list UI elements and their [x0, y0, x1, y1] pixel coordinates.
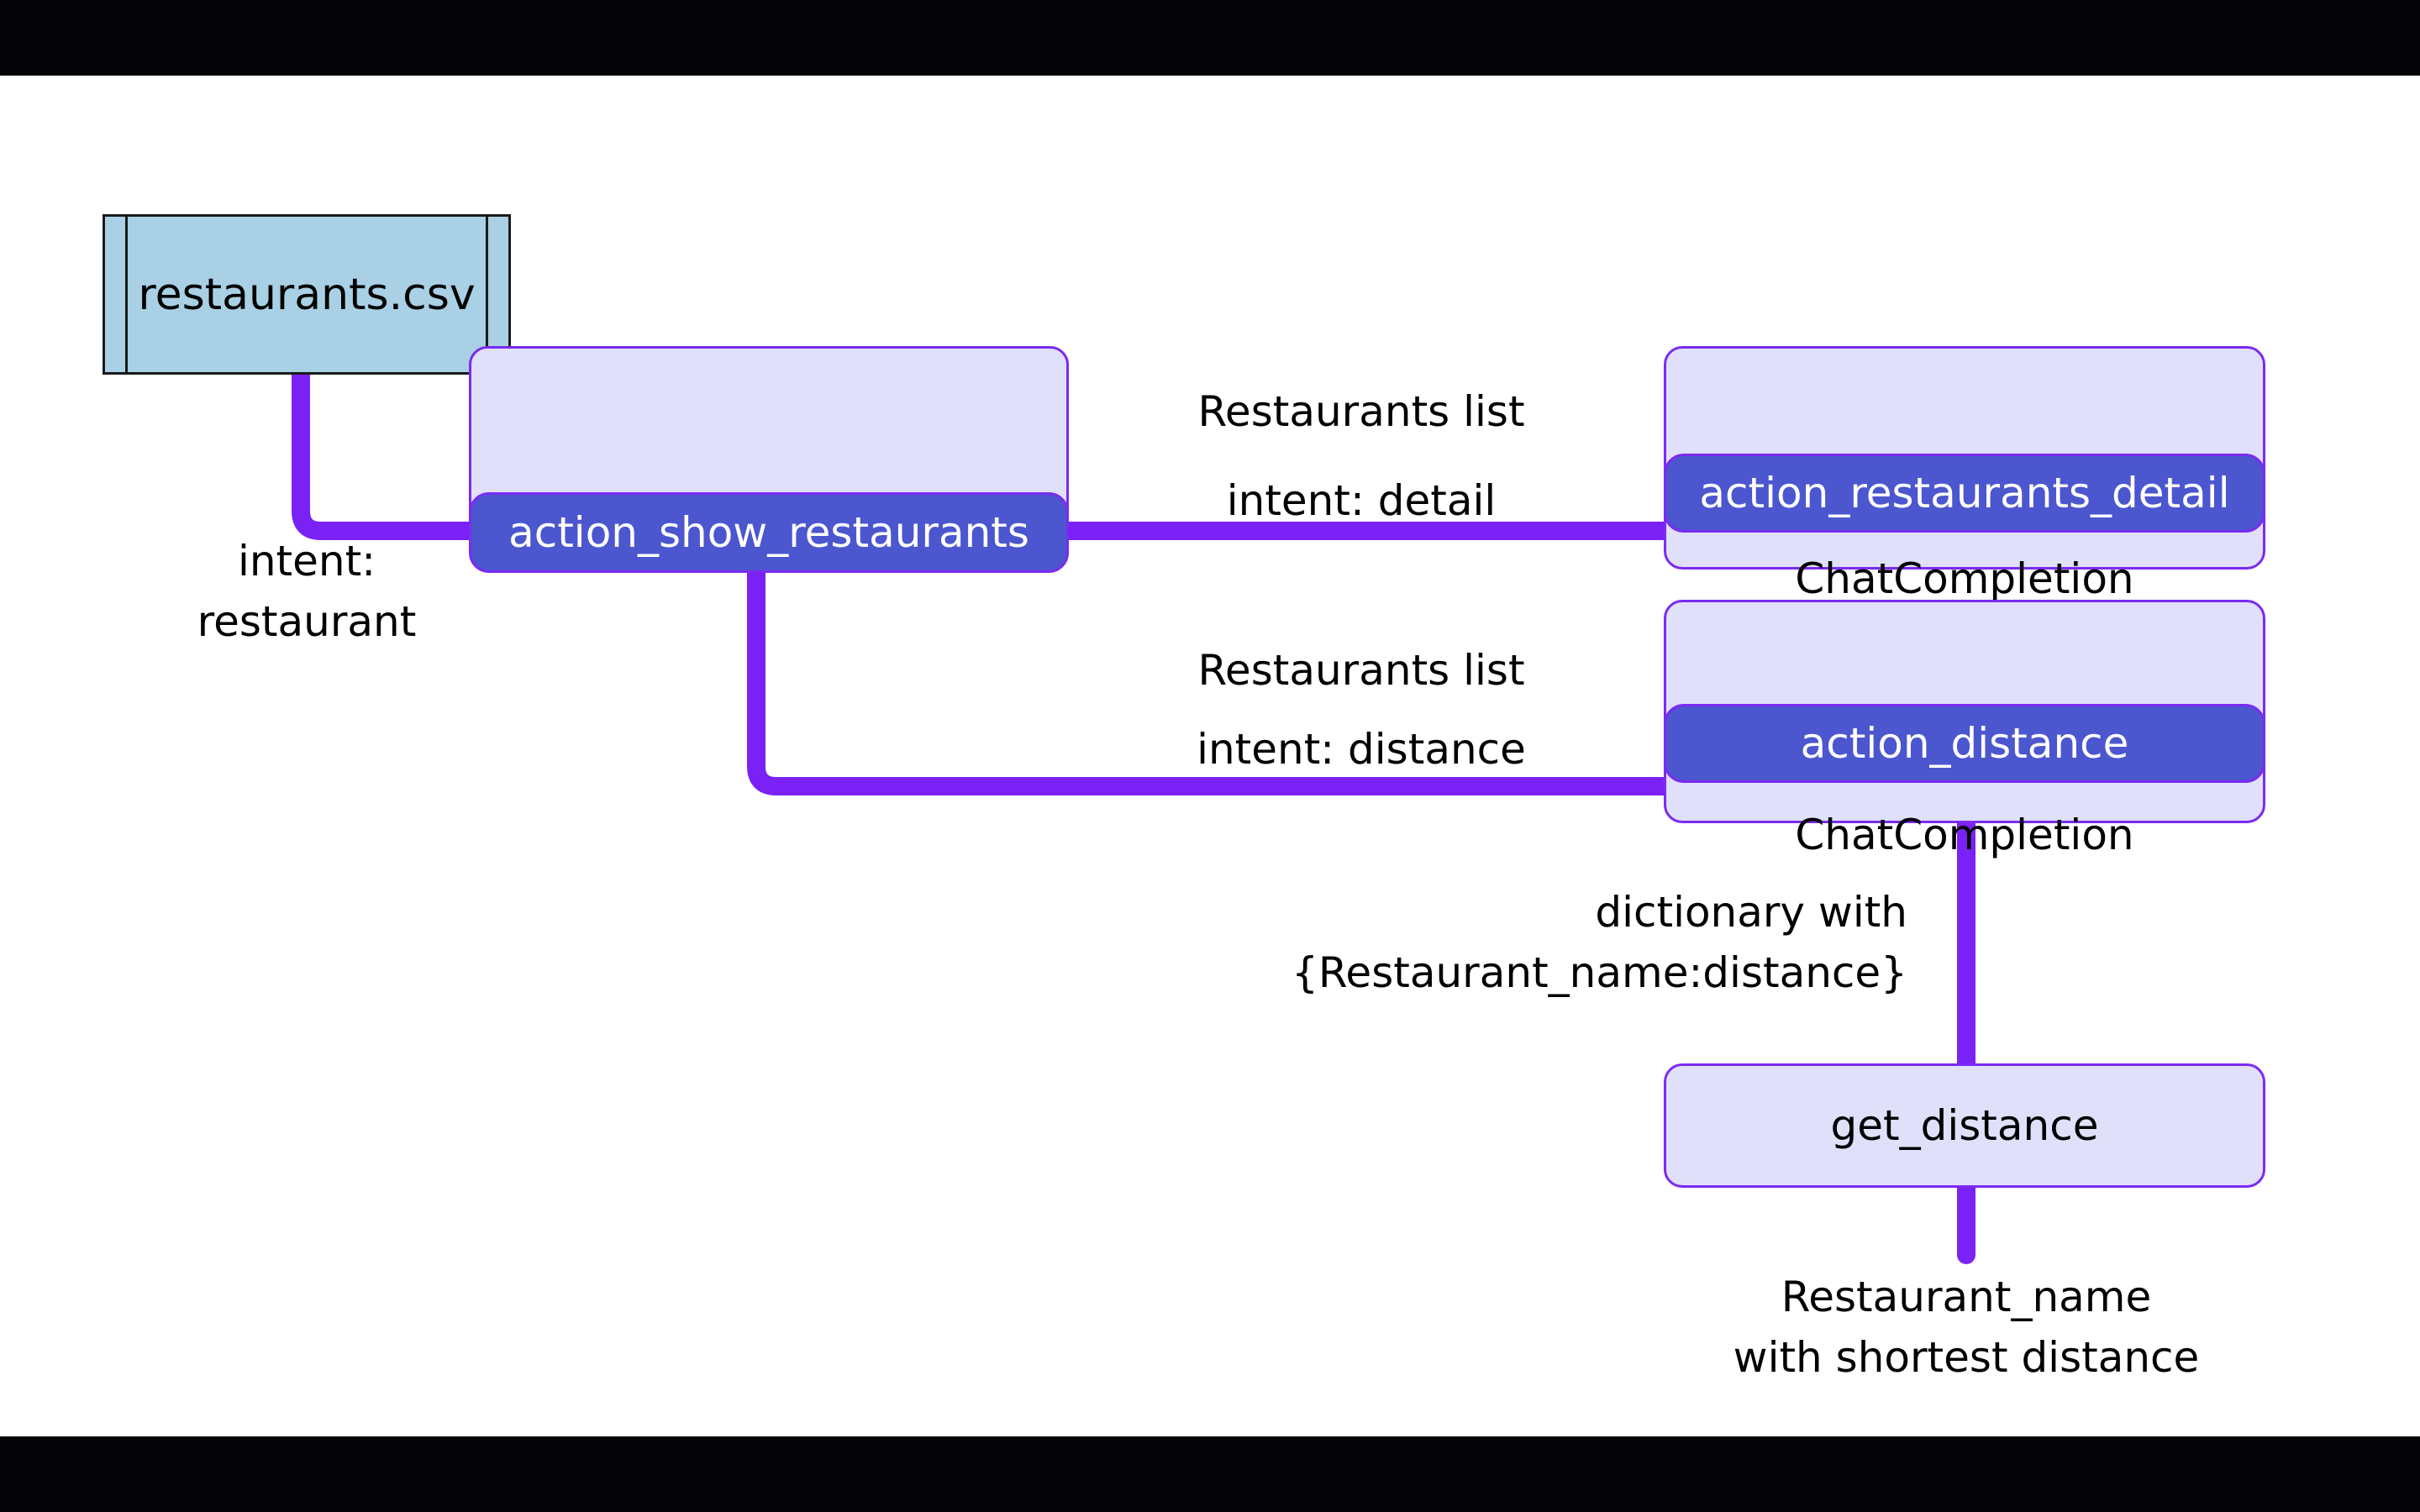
connector-lines: [292, 299, 1975, 1264]
get-distance-label: get_distance: [1830, 1101, 2099, 1150]
connector-file-to-show: [292, 299, 471, 540]
restaurants-detail-subtitle: ChatCompletion: [1795, 554, 2134, 603]
distance-edge-top-label: Restaurants list: [1197, 646, 1525, 695]
show-restaurants-action-pill: action_show_restaurants: [469, 492, 1069, 573]
detail-edge-bottom-label: intent: detail: [1226, 476, 1497, 525]
intent-restaurant-label-line2: restaurant: [197, 597, 417, 646]
detail-edge-top-label: Restaurants list: [1197, 387, 1525, 436]
file-sidebar-right: [486, 217, 488, 372]
get-distance-node: [1664, 1063, 2265, 1188]
distance-edge-bottom-label: intent: distance: [1197, 725, 1526, 774]
dictionary-label-line2: {Restaurant_name:distance}: [1292, 948, 1907, 997]
intent-restaurant-label-line1: intent:: [237, 537, 376, 585]
dictionary-label-line1: dictionary with: [1595, 888, 1907, 937]
diagram-canvas: restaurants.csv action_show_restaurants …: [0, 76, 2420, 1436]
letterbox-top: [0, 0, 2420, 76]
file-sidebar-left: [125, 217, 128, 372]
restaurants-csv-node: restaurants.csv: [103, 214, 511, 375]
distance-subtitle: ChatCompletion: [1795, 811, 2134, 859]
letterbox-bottom: [0, 1436, 2420, 1512]
distance-action-pill: action_distance: [1664, 704, 2265, 783]
output-label-line2: with shortest distance: [1733, 1333, 2200, 1382]
restaurants-csv-label: restaurants.csv: [138, 269, 476, 320]
connector-show-to-distance: [747, 570, 1665, 795]
restaurants-detail-action-pill: action_restaurants_detail: [1664, 454, 2265, 533]
output-label-line1: Restaurant_name: [1781, 1273, 2152, 1321]
